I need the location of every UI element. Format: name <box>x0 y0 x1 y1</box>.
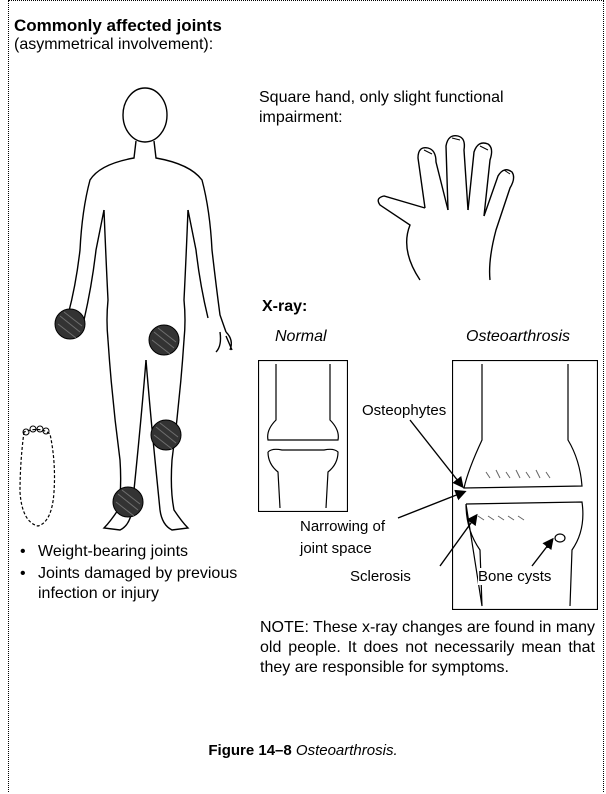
label-sclerosis: Sclerosis <box>350 568 411 585</box>
figure-caption-text: Osteoarthrosis. <box>296 742 398 759</box>
note-text: NOTE: These x-ray changes are found in m… <box>260 618 595 678</box>
list-item: Weight-bearing joints <box>14 542 249 562</box>
figure-number: Figure 14–8 <box>208 742 291 759</box>
figure-caption: Figure 14–8 Osteoarthrosis. <box>0 742 606 759</box>
affected-joints-list: Weight-bearing joints Joints damaged by … <box>14 542 249 606</box>
label-osteophytes: Osteophytes <box>362 402 446 419</box>
label-narrowing-line2: joint space <box>300 540 372 557</box>
label-narrowing-line1: Narrowing of <box>300 518 385 535</box>
label-bone-cysts: Bone cysts <box>478 568 551 585</box>
list-item: Joints damaged by previous infection or … <box>14 564 249 604</box>
